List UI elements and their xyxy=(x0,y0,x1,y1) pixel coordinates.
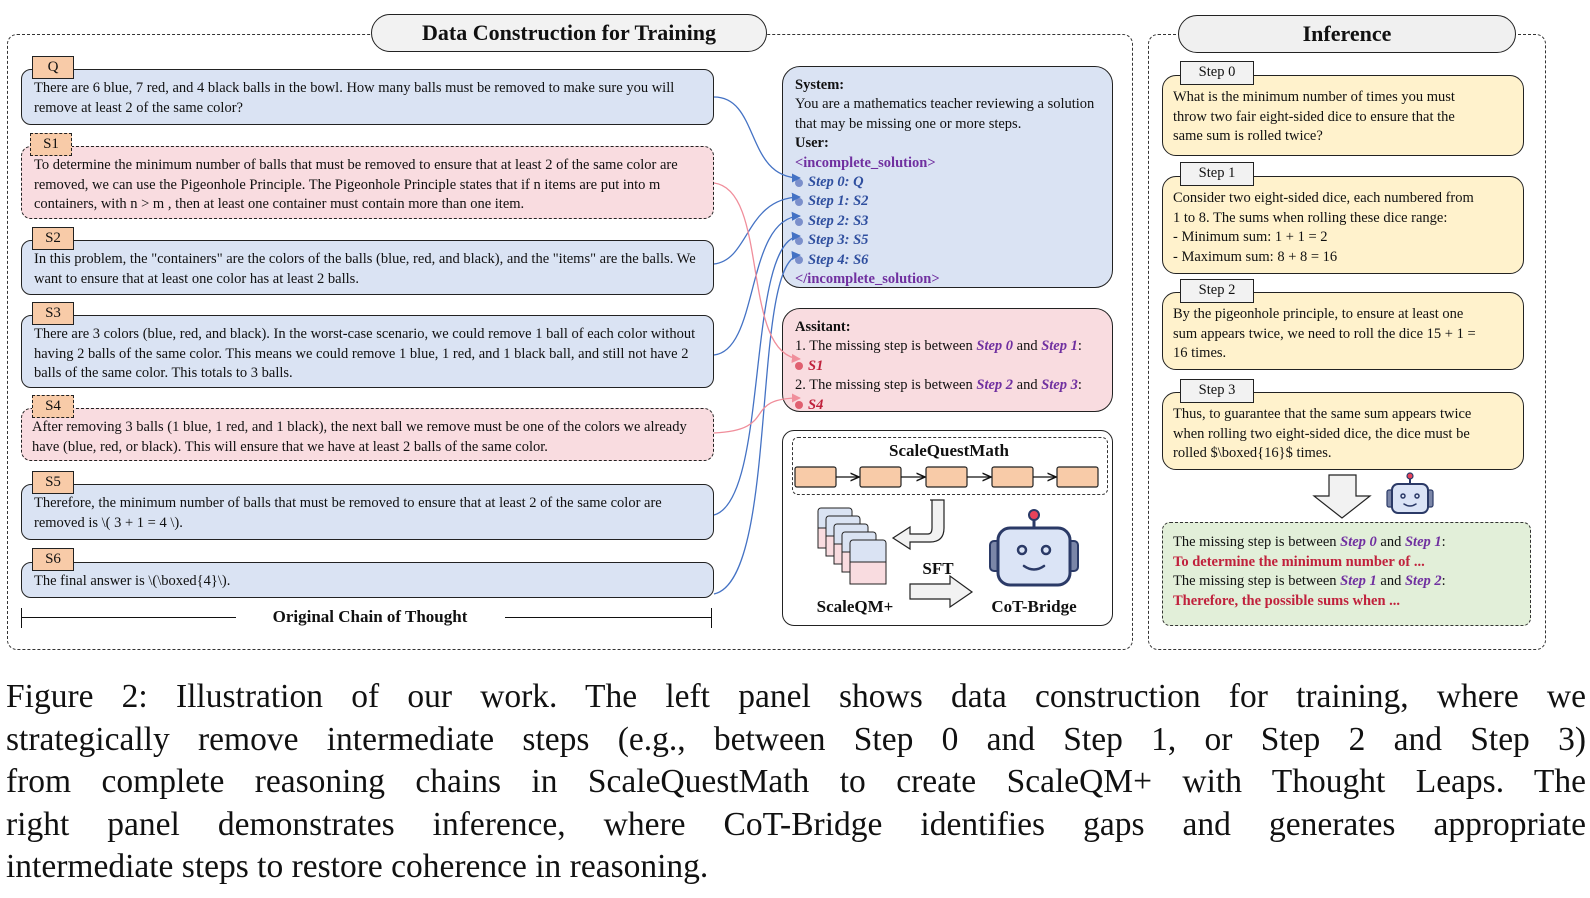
prompt-step-1: Step 1: S2 xyxy=(795,192,1100,211)
assistant-item-2: 2. The missing step is between Step 2 an… xyxy=(795,377,1082,394)
step-tag-s1: S1 xyxy=(30,133,72,156)
dataset-chain xyxy=(794,466,1099,488)
robot-icon xyxy=(989,509,1079,587)
cot-bracket-right-tick xyxy=(711,608,712,628)
step-text: After removing 3 balls (1 blue, 1 red, a… xyxy=(32,419,687,455)
stacked-dataset-icon xyxy=(817,507,887,585)
training-panel-title: Data Construction for Training xyxy=(371,14,767,52)
link-s5-to-step3 xyxy=(713,231,801,516)
generated-step-2: Therefore, the possible sums when ... xyxy=(1173,592,1401,609)
cot-bracket-left-line xyxy=(21,617,236,618)
system-text: You are a mathematics teacher reviewing … xyxy=(795,96,1095,132)
step-text: In this problem, the "containers" are th… xyxy=(34,251,696,287)
inference-step-3: Thus, to guarantee that the same sum app… xyxy=(1162,392,1524,470)
inference-step-tag-3: Step 3 xyxy=(1180,379,1254,403)
sft-arrow-icon xyxy=(909,574,974,609)
incomplete-solution-close-tag: </incomplete_solution> xyxy=(795,271,940,288)
bullet-icon xyxy=(795,401,803,410)
figure-caption: Figure 2: Illustration of our work. The … xyxy=(6,676,1586,889)
link-s1-to-answer1 xyxy=(713,182,801,363)
step-box-s1-removed: To determine the minimum number of balls… xyxy=(21,146,714,219)
assistant-item-1: 1. The missing step is between Step 0 an… xyxy=(795,338,1082,355)
step-box-s3: There are 3 colors (blue, red, and black… xyxy=(21,315,714,388)
inference-step-tag-1: Step 1 xyxy=(1180,162,1254,186)
bullet-icon xyxy=(795,198,803,207)
link-s3-to-step2 xyxy=(713,211,801,356)
model-label: CoT-Bridge xyxy=(991,597,1077,616)
inference-step-tag-2: Step 2 xyxy=(1180,279,1254,303)
user-label: User: xyxy=(795,135,829,152)
step-tag-q: Q xyxy=(32,56,74,79)
inference-panel-title: Inference xyxy=(1178,15,1516,53)
prompt-step-4: Step 4: S6 xyxy=(795,251,1100,270)
down-arrow-icon xyxy=(1312,474,1372,519)
caption-line: strategically remove intermediate steps … xyxy=(6,720,1586,758)
dataset-chain-frame xyxy=(792,437,1108,495)
step-box-q: There are 6 blue, 7 red, and 4 black bal… xyxy=(21,69,714,125)
inference-step-tag-0: Step 0 xyxy=(1180,61,1254,85)
prompt-step-0: Step 0: Q xyxy=(795,173,1100,192)
step-tag-s5: S5 xyxy=(32,471,74,494)
inference-output-box: The missing step is between Step 0 and S… xyxy=(1162,522,1531,626)
link-s6-to-step4 xyxy=(713,251,801,595)
bullet-icon xyxy=(795,362,803,371)
assistant-box: Assitant: 1. The missing step is between… xyxy=(782,308,1113,415)
bullet-icon xyxy=(795,178,803,187)
assistant-answer-1: S1 xyxy=(795,357,1100,376)
step-box-s6: The final answer is \(\boxed{4}\). xyxy=(21,562,714,598)
caption-line: from complete reasoning chains in ScaleQ… xyxy=(6,763,1586,800)
assistant-label: Assitant: xyxy=(795,319,851,335)
inference-step-1: Consider two eight-sided dice, each numb… xyxy=(1162,176,1524,274)
caption-line: Figure 2: Illustration of our work. The … xyxy=(6,678,1586,715)
step-text: There are 6 blue, 7 red, and 4 black bal… xyxy=(34,80,675,116)
step-tag-s3: S3 xyxy=(32,302,74,325)
generated-step-1: To determine the minimum number of ... xyxy=(1173,553,1425,570)
cot-bracket-label: Original Chain of Thought xyxy=(272,607,468,626)
prompt-step-3: Step 3: S5 xyxy=(795,231,1100,250)
sft-label: SFT xyxy=(922,559,954,578)
step-box-s2: In this problem, the "containers" are th… xyxy=(21,240,714,295)
step-tag-s6: S6 xyxy=(32,548,74,571)
step-tag-s4: S4 xyxy=(32,395,74,418)
bullet-icon xyxy=(795,217,803,226)
step-tag-s2: S2 xyxy=(32,227,74,250)
link-s4-to-answer2 xyxy=(713,393,801,434)
step-box-s5: Therefore, the minimum number of balls t… xyxy=(21,484,714,540)
link-q-to-step0 xyxy=(713,96,801,183)
inference-step-2: By the pigeonhole principle, to ensure a… xyxy=(1162,292,1524,370)
bullet-icon xyxy=(795,236,803,245)
bullet-icon xyxy=(795,256,803,265)
augmented-dataset-label: ScaleQM+ xyxy=(816,597,894,616)
step-text: The final answer is \(\boxed{4}\). xyxy=(34,573,231,589)
small-robot-icon xyxy=(1386,472,1434,514)
link-s2-to-step1 xyxy=(713,192,801,265)
step-text: To determine the minimum number of balls… xyxy=(34,157,678,212)
dataset-label: ScaleQuestMath xyxy=(889,441,1009,460)
prompt-box: System: You are a mathematics teacher re… xyxy=(782,66,1113,288)
step-box-s4-removed: After removing 3 balls (1 blue, 1 red, a… xyxy=(21,408,714,461)
incomplete-solution-open-tag: <incomplete_solution> xyxy=(795,154,936,171)
cot-bracket-left-tick xyxy=(21,608,22,628)
cot-bracket-right-line xyxy=(505,617,712,618)
step-text: There are 3 colors (blue, red, and black… xyxy=(34,326,696,381)
inference-step-0: What is the minimum number of times you … xyxy=(1162,75,1524,156)
caption-line: right panel demonstrates inference, wher… xyxy=(6,805,1586,843)
caption-line: intermediate steps to restore coherence … xyxy=(6,848,709,885)
assistant-answer-2: S4 xyxy=(795,396,1100,415)
curved-arrow-icon xyxy=(891,499,945,551)
system-label: System: xyxy=(795,77,845,93)
step-text: Therefore, the minimum number of balls t… xyxy=(34,495,662,531)
prompt-step-2: Step 2: S3 xyxy=(795,212,1100,231)
